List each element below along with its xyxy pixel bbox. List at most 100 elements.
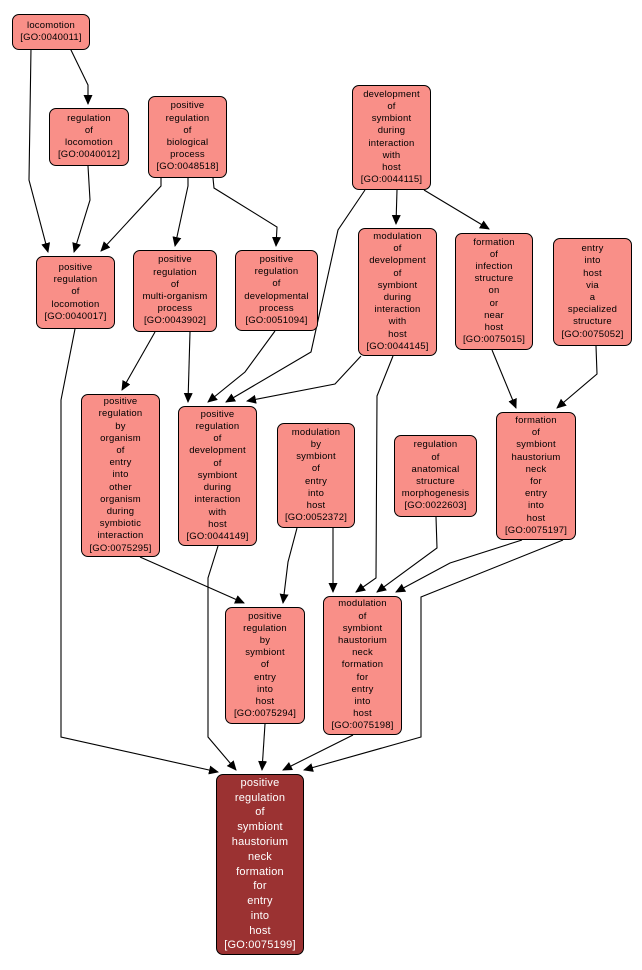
node-label-line: host [484,322,504,333]
node-label-line: entry [524,488,548,500]
node-label-line: for [530,476,542,487]
edge-go-0044115-to-go-0044149 [225,189,366,403]
node-label-line: of [358,610,367,622]
edge-go-0048518-to-go-0040017 [100,178,162,252]
node-go-0040011[interactable]: locomotion[GO:0040011] [12,14,90,50]
node-label-line: other [109,481,132,493]
edge-go-0075197-to-go-0075198 [395,539,523,593]
node-label-line: locomotion [65,137,113,148]
node-label-line: structure [416,476,455,487]
node-label-line: positive [200,408,235,420]
node-label-line: by [310,438,322,450]
edge-go-0048518-to-go-0043902 [172,178,189,247]
node-label-line: host [382,161,401,173]
node-label-line: into [584,255,601,267]
node-label-line: organism [100,432,141,444]
node-label-line: interaction [97,530,144,542]
edge-go-0040012-to-go-0040017 [72,165,91,253]
node-label-line: of [260,659,270,671]
node-label-line: [GO:0044145] [366,340,429,352]
node-label-line: of [116,444,125,456]
node-label-line: of [431,451,440,463]
node-label-line: of [311,463,321,475]
node-label-line: positive [58,261,93,273]
edge-go-0075015-to-go-0075197 [491,349,517,409]
node-label-line: process [157,303,193,315]
node-label-line: entry [247,895,273,908]
node-label-line: of [183,124,192,136]
node-label-line: symbiont [516,439,556,451]
node-label-line: into [527,500,545,512]
node-label-line: host [249,924,271,937]
node-label-line: [GO:0075199] [224,939,296,952]
node-label-line: interaction [368,137,415,149]
node-label-line: positive [240,776,280,789]
node-label-line: via [586,279,599,291]
node-label-line: [GO:0075295] [89,542,152,554]
node-label-line: [GO:0044115] [360,174,423,186]
node-label-line: symbiont [296,451,336,463]
node-label-line: [GO:0075294] [233,708,297,720]
node-label-line: entry [581,243,604,255]
node-label-line: near [484,309,504,321]
node-label-line: regulation [254,266,299,278]
node-label-line: symbiont [245,647,285,659]
node-label-line: modulation [338,598,387,610]
node-label-line: process [170,149,205,161]
node-label-line: host [583,267,602,279]
node-label-line: specialized [567,304,618,316]
node-label-line: for [356,671,369,683]
node-label-line: haustorium [511,451,561,463]
node-label-line: of [531,427,541,439]
node-label-line: developmental [244,290,309,302]
node-label-line: of [387,100,396,112]
node-label-line: entry [109,457,132,469]
node-label-line: positive [259,253,294,265]
edge-go-0044145-to-go-0075198 [355,355,394,593]
node-label-line: of [489,248,499,260]
node-label-line: neck [525,463,547,475]
node-label-line: into [250,909,270,922]
edge-go-0040017-to-go-0075199 [60,328,219,775]
node-label-line: multi-organism [142,291,208,302]
node-label-line: of [170,278,180,290]
edge-go-0051094-to-go-0044149 [207,330,276,403]
node-label-line: structure [573,316,612,328]
node-label-line: of [272,278,281,290]
node-label-line: regulation [195,421,240,433]
node-label-line: entry [351,683,374,695]
node-label-line: locomotion [51,298,100,310]
node-label-line: host [388,328,407,340]
node-label-line: organism [100,493,141,505]
node-label-line: during [106,506,135,517]
node-label-line: with [388,316,407,328]
node-label-line: modulation [373,230,422,242]
node-label-line: modulation [291,426,341,438]
node-label-line: host [306,499,326,511]
node-label-line: [GO:0040011] [20,32,82,43]
node-label-line: regulation [165,112,210,124]
node-label-line: by [259,634,271,646]
node-label-line: morphogenesis [401,488,470,500]
node-label-line: regulation [67,112,111,124]
node-label-line: regulation [98,408,143,420]
node-label-line: regulation [413,439,458,451]
